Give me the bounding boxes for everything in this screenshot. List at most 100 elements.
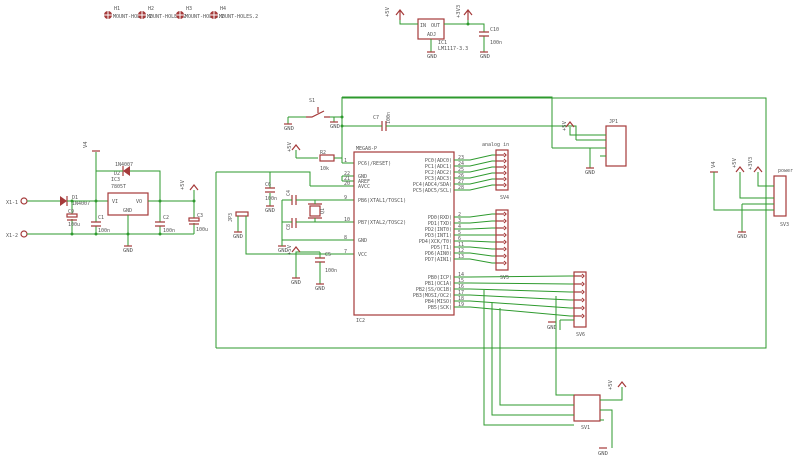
gnd-sv6: GND xyxy=(547,321,557,331)
mcu-signal-wire xyxy=(454,275,574,278)
x1-2-label: X1-2 xyxy=(6,233,18,239)
mcu-signal-wire xyxy=(454,154,496,161)
crystal-q1: Q1 xyxy=(308,203,326,219)
mcu-pin-number: 24 xyxy=(458,161,464,167)
gnd-c5: GND xyxy=(315,283,325,292)
gnd-ic1: GND xyxy=(427,51,437,60)
mcu-pin-number: 25 xyxy=(458,167,464,173)
r2-value: 10k xyxy=(320,166,329,172)
mcu-pin-label: PB2(SS/OC1B) xyxy=(416,287,452,293)
ic3-vi: VI xyxy=(112,199,118,205)
mcu-pin-label: PC5(ADC5/SCL) xyxy=(413,188,452,194)
mcu-pin-label: PD2(INT0) xyxy=(425,227,452,233)
mcu-pin-number: 1 xyxy=(344,158,347,164)
mcu-pin-label: PD5(T1) xyxy=(431,245,452,251)
d1-name: D1 xyxy=(72,195,78,201)
supply-v4-sv3: V4 xyxy=(710,161,718,173)
gnd-label: GND xyxy=(737,234,747,240)
c3-name: C3 xyxy=(197,213,203,219)
c5-value: 100n xyxy=(325,268,337,274)
connector-pin-mark xyxy=(503,170,507,176)
mcu-signal-wire xyxy=(454,306,574,317)
mcu-pin-label: PD7(AIN1) xyxy=(425,257,452,263)
mcu-signal-wire xyxy=(454,240,496,243)
mcu-signal-wire xyxy=(454,252,496,257)
connector-pin-mark xyxy=(581,273,585,279)
gnd-label: GND xyxy=(547,325,557,331)
h4-value: MOUNT-HOLES.2 xyxy=(219,14,258,20)
mcu-pin-label: PC3(ADC3) xyxy=(425,176,452,182)
h3-name: H3 xyxy=(186,6,192,12)
gnd-label: GND xyxy=(291,280,301,286)
terminal-x1-2: X1-2 xyxy=(6,230,28,239)
mcu-pin-number: 5 xyxy=(458,230,461,236)
c6-value: 100n xyxy=(265,196,277,202)
connector-sv4: analog in SV4 xyxy=(482,142,509,201)
mcu-pin-label: VCC xyxy=(358,252,367,258)
connector-pin-mark xyxy=(503,246,507,252)
mcu-pin-label: PB3(MOSI/OC2) xyxy=(413,293,452,299)
mcu-pin-label: PB4(MISO) xyxy=(425,299,452,305)
mcu-pin-label: PC2(ADC2) xyxy=(425,170,452,176)
p5v-label: +5V xyxy=(562,120,568,131)
gnd-label: GND xyxy=(265,208,275,214)
mcu-pin-label: GND xyxy=(358,174,367,180)
capacitor-c1: C1 100n xyxy=(91,215,110,234)
h1-value: MOUNT-HOLE3.2 xyxy=(113,14,152,20)
p5v-label: +5V xyxy=(180,179,186,190)
mcu-pin-label: PD4(XCK/T0) xyxy=(419,239,452,245)
c10-name: C10 xyxy=(490,27,499,33)
r2-name: R2 xyxy=(320,150,326,156)
regulator-7805: IC3 7805T VI VO GND xyxy=(107,177,149,216)
mcu-pin-number: 23 xyxy=(458,155,464,161)
x1-1-label: X1-1 xyxy=(6,200,18,206)
mcu-pin-number: 22 xyxy=(344,171,350,177)
h2-value: MOUNT-HOLE3.2 xyxy=(147,14,186,20)
connector-pin-mark xyxy=(503,225,507,231)
mcu-signal-wire xyxy=(454,300,574,309)
supply-5v-r2: +5V xyxy=(287,141,301,152)
capacitor-c2: C2 100n xyxy=(155,215,175,234)
pushbutton-s1: S1 xyxy=(306,98,330,118)
ic2-name: IC2 xyxy=(356,318,365,324)
mcu-signal-wire xyxy=(454,282,574,285)
d2-name: D2 xyxy=(114,171,120,177)
gnd-label: GND xyxy=(284,126,294,132)
capacitor-c4: C4 xyxy=(286,190,297,205)
supply-33v-sv3: +3V3 xyxy=(748,157,763,173)
gnd-label: GND xyxy=(427,54,437,60)
connector-pin-mark xyxy=(581,313,585,319)
connector-sv6: SV6 xyxy=(573,271,587,338)
gnd-s1b: GND xyxy=(330,121,340,130)
capacitor-c6: C6 100n xyxy=(265,182,277,202)
gnd-sv1: GND xyxy=(598,447,608,455)
microcontroller-ic2: MEGA8-P IC2 PC6(/RESET)1GND22AREF21AVCC2… xyxy=(344,146,585,324)
ic1-in-pin: IN xyxy=(420,23,426,29)
mcu-signal-wire xyxy=(454,227,496,230)
mcu-pin-number: 19 xyxy=(458,302,464,308)
gnd-label: GND xyxy=(278,248,288,254)
sv3-title: power xyxy=(778,168,793,174)
connector-pin-mark xyxy=(503,176,507,182)
mcu-pin-label: PD0(RXD) xyxy=(428,215,452,221)
gnd-label: GND xyxy=(480,54,490,60)
diode-d2: 1N4007 D2 xyxy=(114,162,133,177)
gnd-label: GND xyxy=(585,170,595,176)
capacitor-c5: C5 100n xyxy=(315,252,337,274)
jp3-name: JP3 xyxy=(228,213,234,222)
connector-pin-mark xyxy=(503,260,507,266)
supply-5v-reg: +5V xyxy=(180,179,199,191)
mcu-left-pins: PC6(/RESET)1GND22AREF21AVCC20PB6(XTAL1/T… xyxy=(344,158,406,258)
p5v-label: +5V xyxy=(608,379,614,390)
mcu-pin-number: 3 xyxy=(458,218,461,224)
d1-value: 1N4007 xyxy=(72,201,90,207)
mount-hole-h1: H1 MOUNT-HOLE3.2 xyxy=(104,6,152,20)
sv4-title: analog in xyxy=(482,142,509,148)
c5-name: C5 xyxy=(325,252,331,258)
mcu-pin-number: 12 xyxy=(458,248,464,254)
mcu-pin-number: 13 xyxy=(458,254,464,260)
c7-name: C7 xyxy=(373,115,379,121)
mcu-pin-label: AVCC xyxy=(358,184,370,190)
mcu-pin-label: PC6(/RESET) xyxy=(358,161,391,167)
q1-name: Q1 xyxy=(320,208,326,214)
